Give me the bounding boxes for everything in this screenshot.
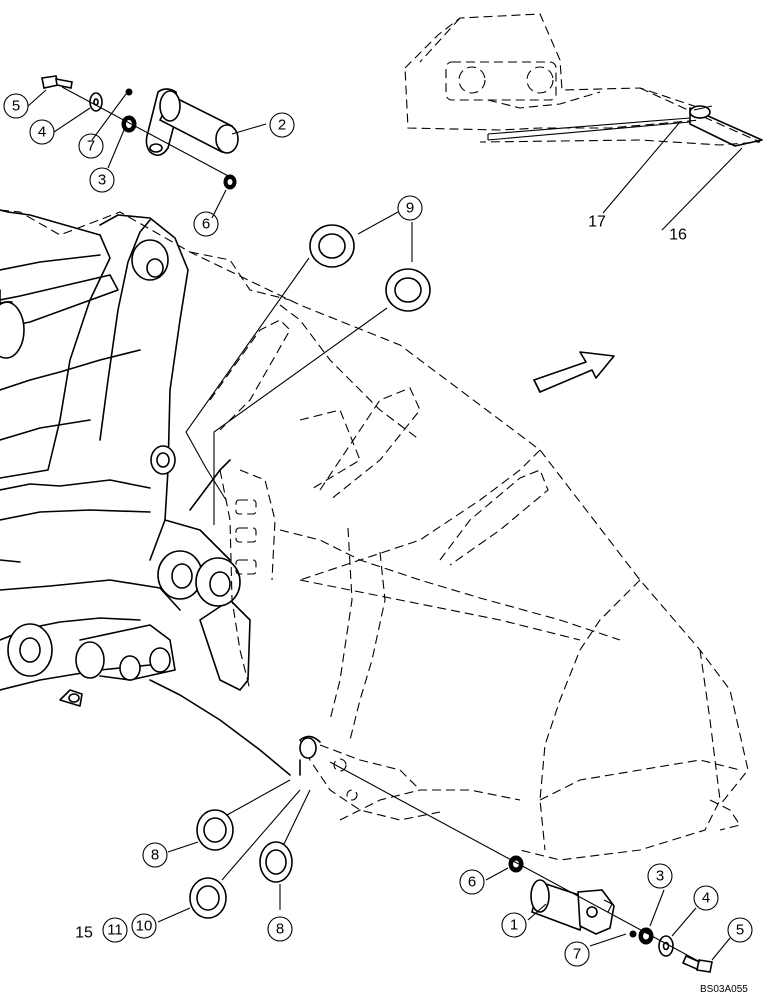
callout-5-top: 5 <box>3 93 29 119</box>
svg-text:7: 7 <box>573 946 581 963</box>
svg-text:8: 8 <box>276 921 284 938</box>
inset-tooth-drawing <box>404 13 763 231</box>
shim-set-lower <box>189 779 311 919</box>
callout-9: 9 <box>397 195 423 221</box>
svg-text:1: 1 <box>510 917 518 934</box>
callout-6-bottom: 6 <box>459 869 485 895</box>
callout-8-right: 8 <box>267 916 293 942</box>
svg-text:11: 11 <box>107 922 123 939</box>
label-17: 17 <box>588 214 606 231</box>
callout-7-bottom: 7 <box>564 941 590 967</box>
callout-1: 1 <box>501 912 527 938</box>
svg-text:7: 7 <box>87 138 95 155</box>
svg-text:6: 6 <box>202 216 210 233</box>
callout-7-top: 7 <box>78 133 104 159</box>
direction-arrow <box>533 351 615 393</box>
svg-text:2: 2 <box>278 117 286 134</box>
callout-3-bottom: 3 <box>647 863 673 889</box>
callout-6-top: 6 <box>193 211 219 237</box>
svg-text:6: 6 <box>468 874 476 891</box>
svg-text:5: 5 <box>736 922 744 939</box>
callout-11: 11 <box>102 917 128 943</box>
svg-text:9: 9 <box>406 200 414 217</box>
svg-text:5: 5 <box>12 98 20 115</box>
callout-5-bottom: 5 <box>727 917 753 943</box>
leader-lines <box>27 89 731 961</box>
callout-4-top: 4 <box>29 119 55 145</box>
drawing-reference: BS03A055 <box>700 984 748 995</box>
callout-4-bottom: 4 <box>693 885 719 911</box>
svg-text:4: 4 <box>38 124 46 141</box>
callout-3-top: 3 <box>89 167 115 193</box>
svg-text:4: 4 <box>702 890 710 907</box>
callout-8-left: 8 <box>142 842 168 868</box>
shim-set-upper <box>185 224 431 525</box>
pin-assembly-lower <box>329 761 713 973</box>
label-15: 15 <box>75 925 93 942</box>
callout-2: 2 <box>269 112 295 138</box>
svg-text:10: 10 <box>136 918 153 935</box>
loader-arm-drawing <box>0 209 291 776</box>
svg-text:8: 8 <box>151 847 159 864</box>
svg-text:3: 3 <box>98 172 106 189</box>
callout-10: 10 <box>131 913 157 939</box>
label-16: 16 <box>669 227 687 244</box>
svg-text:3: 3 <box>656 868 664 885</box>
bucket-drawing <box>0 209 749 861</box>
pin-assembly-upper <box>41 75 239 190</box>
